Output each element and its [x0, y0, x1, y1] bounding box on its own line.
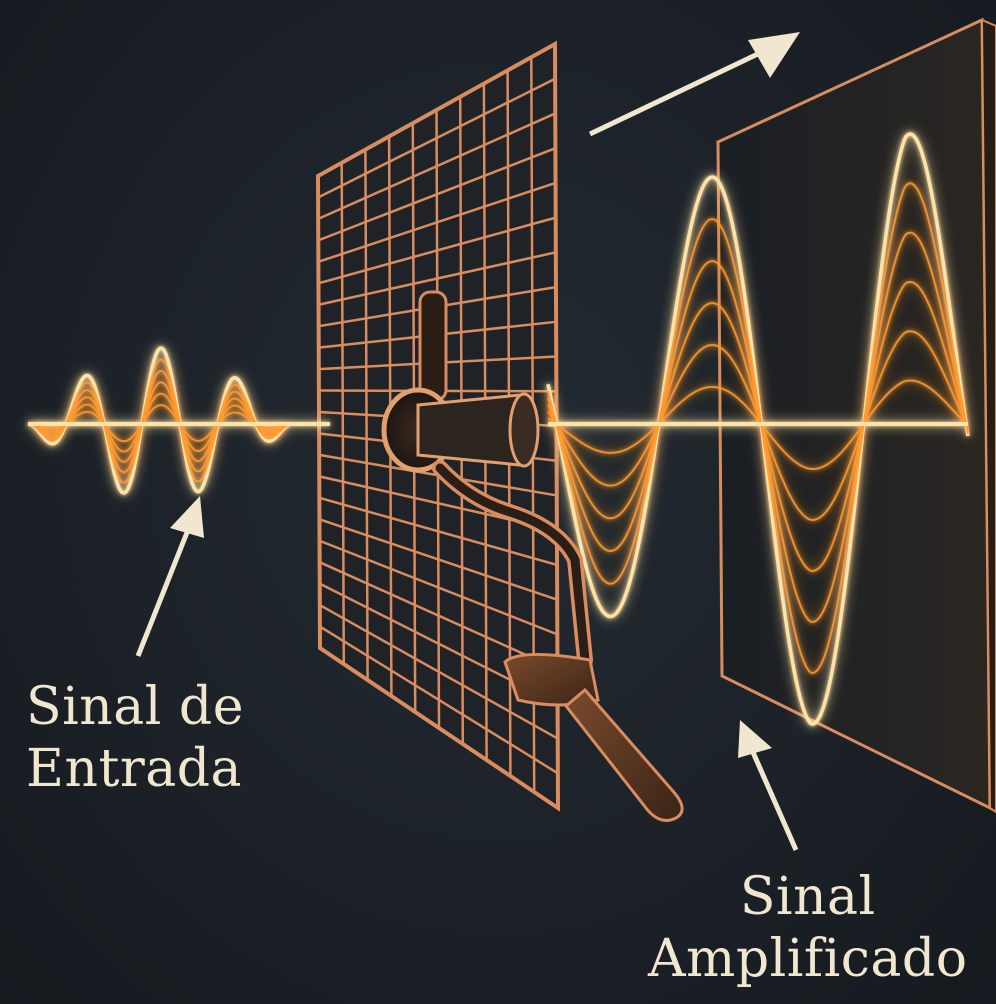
grid-line [319, 518, 558, 601]
grid-line [319, 561, 558, 671]
grid-line [317, 181, 556, 264]
arrow-input-pointer [135, 496, 204, 657]
grid-line [319, 625, 559, 775]
output-signal-label: Sinal Amplificado [648, 866, 968, 991]
grid-line [317, 147, 556, 242]
input-label-line2: Entrada [26, 739, 242, 800]
output-label-line2: Amplificado [648, 929, 968, 990]
arrow-top [588, 32, 800, 137]
grid-line [318, 216, 557, 285]
wave-line [547, 330, 969, 522]
wave-line [547, 280, 969, 573]
grid-line [318, 251, 557, 306]
output-label-line1: Sinal [739, 867, 876, 927]
wave-line [547, 379, 969, 471]
output-wave [546, 132, 970, 726]
grid-line [317, 112, 556, 221]
input-signal-label: Sinal de Entrada [26, 676, 244, 801]
wave-line [547, 231, 969, 624]
grid-line [317, 77, 556, 199]
crank-handle-icon [381, 290, 684, 822]
grid-line [319, 539, 558, 636]
arrow-output-pointer [738, 720, 799, 852]
input-wave [27, 346, 330, 496]
grid-line [319, 604, 559, 740]
grid-line [319, 496, 558, 567]
input-label-line1: Sinal de [26, 677, 244, 737]
